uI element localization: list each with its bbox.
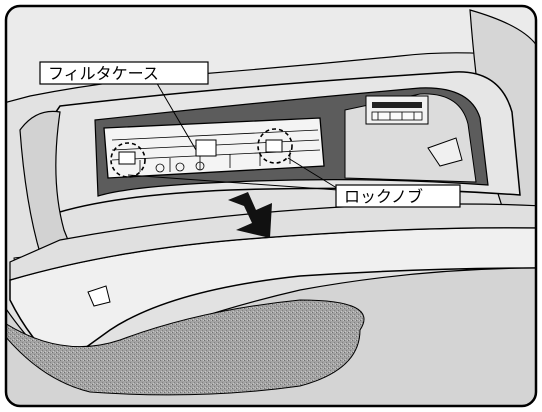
floor-carpet [6, 299, 365, 396]
callout-box-lock-knob [335, 184, 461, 208]
down-right-arrow-icon [228, 192, 272, 238]
label-filter-case: フィルタケース [48, 64, 159, 83]
cassette-slot [365, 95, 429, 125]
callout-line-filter-case [154, 79, 197, 151]
dashed-circle-marker-icon [110, 142, 146, 178]
glove-box-latch [427, 137, 463, 167]
lid-stopper [87, 285, 111, 307]
filter-case [103, 117, 325, 179]
figure-frame [4, 4, 538, 408]
dashed-circle-marker-icon [257, 128, 293, 164]
callout-line-lock-knob-left [127, 174, 339, 191]
lock-knob-right [257, 128, 293, 164]
callout-box-filter-case [39, 61, 209, 85]
lock-knob-left [110, 142, 146, 178]
label-lock-knob: ロックノブ [344, 187, 423, 206]
callout-line-lock-knob-right [287, 157, 341, 191]
